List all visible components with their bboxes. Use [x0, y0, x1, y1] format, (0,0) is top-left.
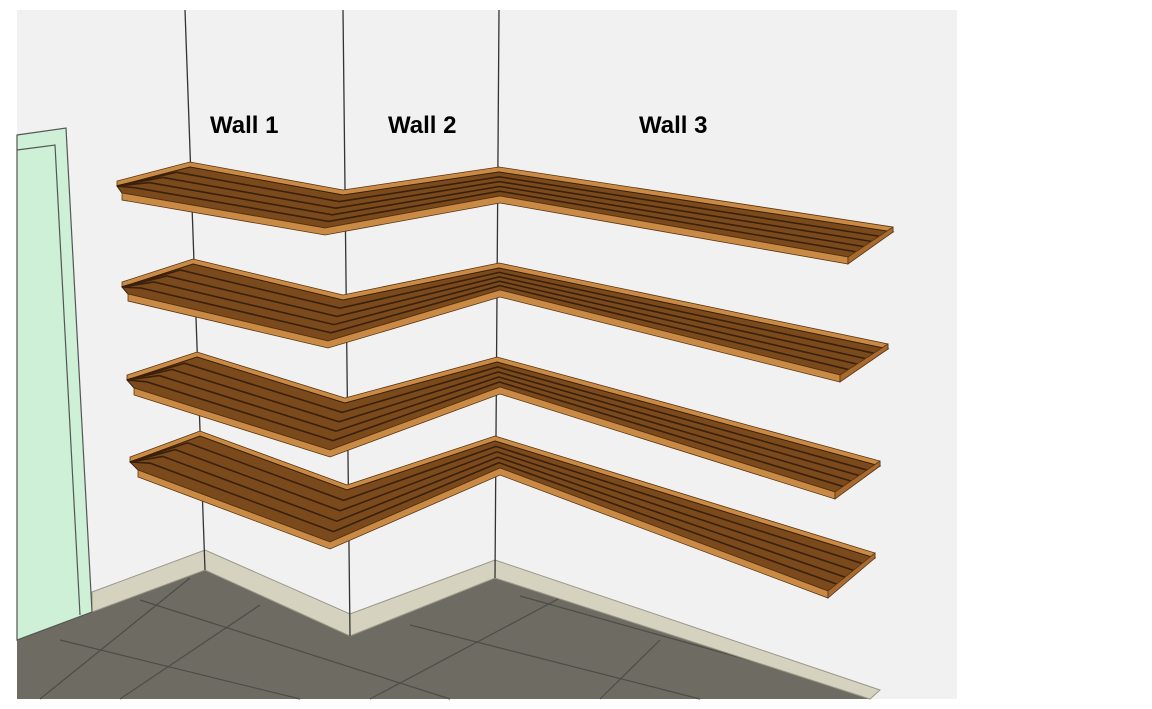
- shelf-slat-gap: [116, 176, 876, 243]
- shelf-end-cap: [827, 552, 876, 599]
- shelf-slat-gap: [129, 455, 848, 579]
- floor: [17, 570, 870, 699]
- wall-3-label: Wall 3: [639, 112, 707, 139]
- wall-2-label: Wall 2: [388, 112, 456, 139]
- shelf-slat-gap: [116, 181, 867, 248]
- shelf-slat-gap: [126, 368, 863, 478]
- shelf-slat-gap: [126, 379, 845, 488]
- shelf-slat-gap: [126, 374, 854, 483]
- shelf-slat-gap: [129, 448, 857, 572]
- wall-1-label: Wall 1: [210, 112, 278, 139]
- shelf-slat-gap: [121, 269, 879, 355]
- shelf-4: [129, 430, 877, 599]
- shelf-slat-gap: [129, 461, 838, 586]
- shelf-slat-gap: [121, 275, 869, 361]
- shelf-1: [116, 161, 895, 265]
- floor-tile-lines: [39, 577, 821, 700]
- shelf-slat-gap: [126, 362, 872, 472]
- shelf-3: [126, 351, 882, 500]
- shelf-2: [121, 258, 890, 383]
- shelf-end-cap: [834, 460, 881, 500]
- shelf-end-cap: [847, 226, 894, 265]
- baseboard: [91, 549, 881, 700]
- shelf-slat-gap: [129, 441, 866, 566]
- shelf-slat-gap: [121, 280, 860, 366]
- shelf-end-cap: [839, 343, 889, 383]
- shelves: [116, 161, 895, 599]
- shelf-slat-gap: [116, 185, 858, 253]
- shelf-slat-gap: [116, 171, 885, 238]
- shelf-slat-gap: [121, 284, 850, 371]
- door[interactable]: [16, 127, 93, 641]
